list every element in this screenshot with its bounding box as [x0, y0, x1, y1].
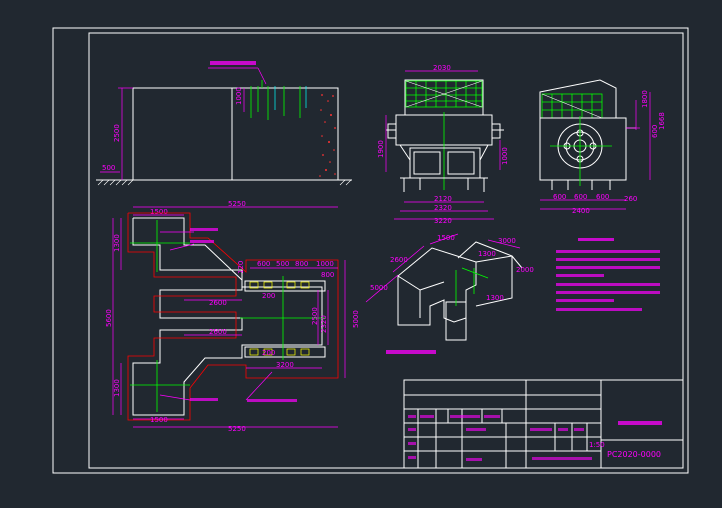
machine-side-view: 1800 1668 600 600 600 600 2400 260: [539, 79, 666, 215]
dim-bottom-3220: 3220: [434, 217, 452, 225]
dim-plan-1500-bot: 1500: [150, 416, 168, 424]
dim-right-600: 600: [651, 125, 659, 138]
dim-bottom-260: 260: [624, 195, 637, 203]
dim-plan-200a: 200: [262, 292, 275, 300]
green-grid: [405, 80, 483, 108]
anchor-bolts: [250, 80, 307, 120]
dim-bottom-2320: 2320: [434, 204, 452, 212]
dim-front-height: 2500: [113, 124, 121, 142]
dim-bottom-600c: 600: [596, 193, 609, 201]
dim-plan-5250-bot: 5250: [228, 425, 246, 433]
dim-side-1000: 1000: [501, 147, 509, 165]
dim-bottom-600a: 600: [553, 193, 566, 201]
dim-plan-2320: 2320: [320, 315, 328, 333]
front-elevation-view: 2500 500 1000: [96, 61, 352, 186]
technical-notes: [556, 238, 660, 311]
dim-iso-2000: 2000: [516, 266, 534, 274]
title-block: 1:50 PC2020-0000: [403, 379, 684, 469]
dim-plan-200b: 200: [262, 349, 275, 357]
dim-iso-5000: 5000: [370, 284, 388, 292]
dim-plan-5250-top: 5250: [228, 200, 246, 208]
isometric-view: 1500 2600 5000 3000 1300 2000 1300: [365, 233, 534, 354]
dim-left-1900: 1900: [377, 140, 385, 158]
side-green-grid: [541, 93, 603, 119]
dim-plan-5000: 5000: [352, 310, 360, 328]
title-scale: 1:50: [589, 441, 605, 449]
dim-plan-500: 500: [276, 260, 289, 268]
dim-plan-800a: 800: [295, 260, 308, 268]
dim-plan-120: 120: [237, 261, 245, 274]
dim-plan-2500: 2500: [311, 307, 319, 325]
bolt-holes: [249, 281, 310, 356]
dim-plan-1500-top: 1500: [150, 208, 168, 216]
dim-bottom-2400: 2400: [572, 207, 590, 215]
dim-plan-1000: 1000: [316, 260, 334, 268]
dim-front-ground: 500: [102, 164, 115, 172]
title-drawing-number: PC2020-0000: [607, 450, 661, 459]
dim-plan-2600a: 2600: [209, 299, 227, 307]
dim-iso-1300a: 1300: [478, 250, 496, 258]
ground-hatch-icon: [97, 179, 352, 186]
dim-plan-2600b: 2600: [209, 328, 227, 336]
drawing-frame: [52, 27, 689, 474]
machine-front-view: 2030: [377, 64, 509, 225]
foundation-plan-view: 5250 1500 1300 5600 1300 120: [105, 200, 360, 433]
dim-plan-800b: 800: [321, 271, 334, 279]
dim-iso-2600: 2600: [390, 256, 408, 264]
dim-plan-5600: 5600: [105, 309, 113, 327]
concrete-section: [319, 94, 336, 177]
dim-bottom-2120: 2120: [434, 195, 452, 203]
dim-plan-1300-top: 1300: [113, 234, 121, 252]
dim-front-inner: 1000: [235, 87, 243, 105]
dim-top-width: 2030: [433, 64, 451, 72]
dim-plan-1300-bot: 1300: [113, 379, 121, 397]
dim-right-1668: 1668: [658, 112, 666, 130]
dim-bottom-600b: 600: [574, 193, 587, 201]
dim-iso-1500: 1500: [437, 234, 455, 242]
dim-plan-600a: 600: [257, 260, 270, 268]
dim-iso-1300b: 1300: [486, 294, 504, 302]
dim-right-1800: 1800: [641, 90, 649, 108]
dim-iso-3000: 3000: [498, 237, 516, 245]
dim-plan-3200: 3200: [276, 361, 294, 369]
